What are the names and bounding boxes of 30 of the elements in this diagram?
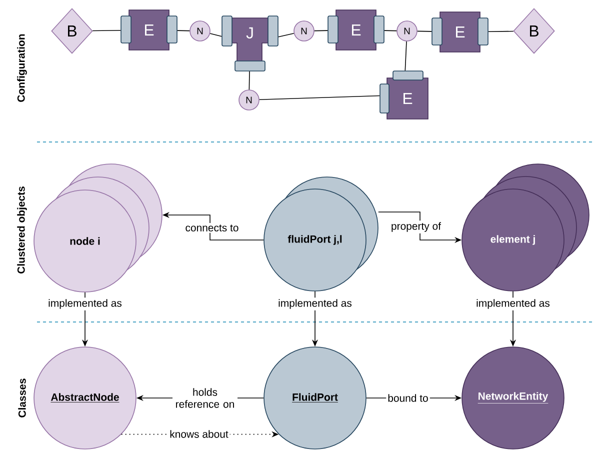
edge-label: implemented as — [276, 298, 354, 310]
edge-label: implemented as — [46, 298, 124, 310]
circle-stack: node i — [34, 164, 162, 292]
circle-stack: fluidPort j,l — [264, 176, 378, 292]
edge-label: knows about — [168, 428, 230, 440]
element-box: E — [120, 10, 178, 50]
element-box: E — [328, 10, 384, 50]
element-box: E — [380, 70, 428, 120]
section-label: Clustered objects — [17, 186, 27, 274]
circle-stack: element j — [462, 164, 590, 292]
connector-line — [314, 30, 328, 32]
section-label: Configuration — [17, 34, 27, 102]
connector-line — [210, 33, 222, 37]
diamond-node: B — [51, 8, 93, 54]
connector-line — [488, 30, 514, 32]
connector-line — [417, 30, 432, 32]
edge-label: holds reference on — [172, 386, 238, 410]
connector-line — [384, 30, 397, 32]
element-box: E — [432, 12, 488, 52]
connector-line — [404, 40, 407, 71]
connector-line — [248, 71, 250, 90]
edge-label: property of — [390, 220, 442, 234]
connector-line — [92, 30, 121, 32]
connector-line — [177, 30, 190, 32]
edge-label: implemented as — [474, 298, 552, 310]
connector-line — [278, 32, 294, 38]
connector-line — [259, 95, 380, 100]
edge-label: connects to — [184, 223, 240, 233]
edge-label: bound to — [386, 392, 430, 404]
diamond-node: B — [513, 8, 555, 54]
